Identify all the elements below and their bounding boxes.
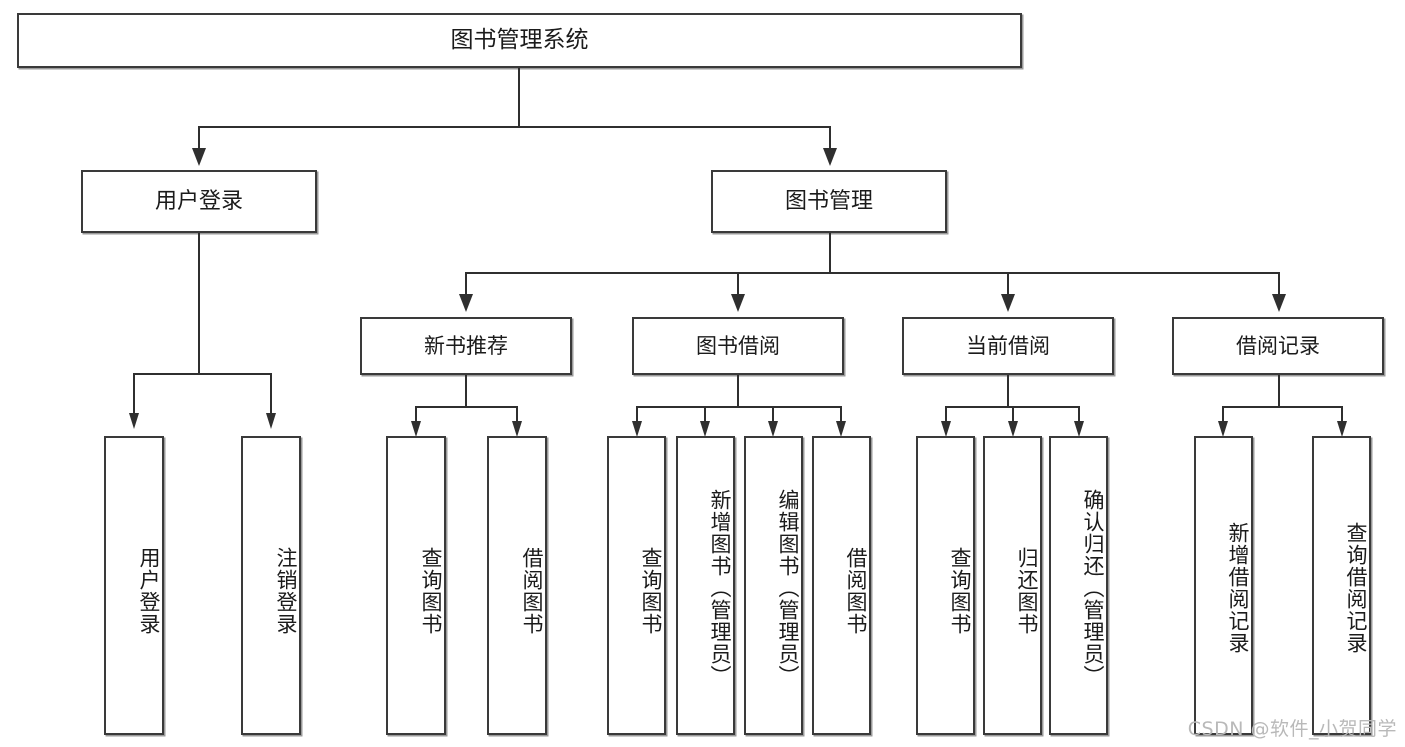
node-label: 新增借阅记录 [1226,521,1250,654]
connector-new-book-recommend-bus [415,406,518,408]
connector-root-stem [518,68,520,126]
connector-to-new-book-recommend [465,272,467,296]
csdn-watermark: CSDN @软件_小贺同学 [1187,718,1397,740]
node-label: 借阅图书 [844,546,868,635]
connector-book-management-stem [829,233,831,272]
connector-to-book-borrow [737,272,739,296]
connector-new-book-recommend-stem [465,375,467,406]
node-book-borrow[interactable]: 图书借阅 [632,317,844,375]
node-user-login[interactable]: 用户登录 [81,170,317,233]
connector-root-to-user-login [198,126,200,150]
node-current-borrow[interactable]: 当前借阅 [902,317,1114,375]
leaf-borrow-book-1[interactable]: 借阅图书 [487,436,547,735]
leaf-edit-book[interactable]: 编辑图书（管理员） [744,436,803,735]
connector-to-borrow-record [1278,272,1280,296]
node-label: 注销登录 [274,546,298,635]
leaf-user-logout[interactable]: 注销登录 [241,436,301,735]
connector-nbr-drop-2 [516,406,518,424]
node-book-management[interactable]: 图书管理 [711,170,947,233]
node-label: 借阅图书 [520,546,544,635]
node-borrow-record[interactable]: 借阅记录 [1172,317,1384,375]
arrowhead-leaf-user-logout [266,413,276,429]
arrowhead-to-new-book-recommend [459,294,473,312]
arrowhead-leaf-query-book-2 [632,421,642,437]
arrowhead-leaf-user-login [129,413,139,429]
arrowhead-leaf-confirm-return [1074,421,1084,437]
arrowhead-to-borrow-record [1272,294,1286,312]
arrowhead-leaf-add-book [700,421,710,437]
leaf-query-book-2[interactable]: 查询图书 [607,436,666,735]
node-label: 新增图书（管理员） [708,488,732,687]
node-label: 编辑图书（管理员） [776,488,800,687]
connector-br-drop-1 [1222,406,1224,424]
connector-user-login-stem [198,233,200,373]
arrowhead-to-user-login [192,148,206,166]
connector-level3-bus [465,272,1279,274]
connector-cb-drop-3 [1078,406,1080,424]
node-label: 图书管理 [784,188,873,214]
connector-borrow-record-bus [1222,406,1342,408]
node-label: 查询图书 [419,546,443,635]
leaf-return-book[interactable]: 归还图书 [983,436,1042,735]
node-label: 新书推荐 [424,333,508,358]
leaf-confirm-return[interactable]: 确认归还（管理员） [1049,436,1108,735]
leaf-query-record[interactable]: 查询借阅记录 [1312,436,1371,735]
connector-user-login-drop-1 [133,373,135,415]
connector-current-borrow-stem [1007,375,1009,406]
leaf-borrow-book-2[interactable]: 借阅图书 [812,436,871,735]
connector-bb-drop-3 [772,406,774,424]
arrowhead-leaf-add-record [1218,421,1228,437]
connector-br-drop-2 [1341,406,1343,424]
connector-book-borrow-stem [737,375,739,406]
leaf-add-book[interactable]: 新增图书（管理员） [676,436,735,735]
leaf-query-book-3[interactable]: 查询图书 [916,436,975,735]
node-new-book-recommend[interactable]: 新书推荐 [360,317,572,375]
arrowhead-to-book-borrow [731,294,745,312]
leaf-user-login[interactable]: 用户登录 [104,436,164,735]
connector-bb-drop-4 [840,406,842,424]
node-label: 查询借阅记录 [1344,521,1368,654]
node-label: 当前借阅 [966,333,1050,358]
arrowhead-leaf-query-book-1 [411,421,421,437]
node-root-book-management-system[interactable]: 图书管理系统 [17,13,1022,68]
arrowhead-leaf-edit-book [768,421,778,437]
connector-user-login-bus [133,373,271,375]
arrowhead-leaf-return-book [1008,421,1018,437]
node-label: 确认归还（管理员） [1081,488,1105,687]
connector-root-bus [198,126,831,128]
node-label: 用户登录 [137,546,161,635]
connector-user-login-drop-2 [270,373,272,415]
arrowhead-to-current-borrow [1001,294,1015,312]
connector-to-current-borrow [1007,272,1009,296]
connector-bb-drop-2 [704,406,706,424]
arrowhead-leaf-borrow-book-1 [512,421,522,437]
connector-book-borrow-bus [636,406,841,408]
arrowhead-leaf-borrow-book-2 [836,421,846,437]
connector-root-to-book-management [829,126,831,150]
node-label: 图书借阅 [696,333,780,358]
node-label: 查询图书 [639,546,663,635]
node-label: 图书管理系统 [450,27,589,54]
node-label: 查询图书 [948,546,972,635]
node-label: 归还图书 [1015,546,1039,635]
arrowhead-to-book-management [823,148,837,166]
leaf-query-book-1[interactable]: 查询图书 [386,436,446,735]
node-label: 用户登录 [154,188,243,214]
connector-borrow-record-stem [1278,375,1280,406]
node-label: 借阅记录 [1236,333,1320,358]
arrowhead-leaf-query-book-3 [941,421,951,437]
leaf-add-record[interactable]: 新增借阅记录 [1194,436,1253,735]
connector-bb-drop-1 [636,406,638,424]
arrowhead-leaf-query-record [1337,421,1347,437]
connector-cb-drop-1 [945,406,947,424]
connector-nbr-drop-1 [415,406,417,424]
connector-cb-drop-2 [1012,406,1014,424]
